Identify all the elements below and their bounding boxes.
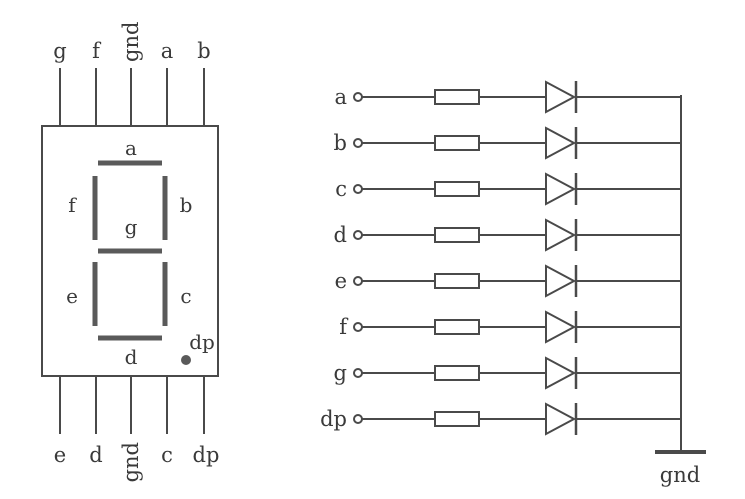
channel-c-diode-triangle (545, 172, 577, 206)
segments (92, 160, 191, 365)
segment-dp (181, 355, 191, 365)
channel-a-terminal (353, 92, 363, 102)
top-pin-label-3: gnd (119, 22, 143, 62)
segment-labels: a b c d e f g dp (66, 136, 215, 369)
top-pins (59, 68, 205, 126)
channel-b-resistor (434, 135, 480, 151)
segment-label-dp: dp (189, 330, 215, 354)
channel-a-resistor (434, 89, 480, 105)
channel-c-terminal (353, 184, 363, 194)
display-package: g f gnd a b e d gnd c dp (41, 22, 220, 482)
bottom-pin-label-1: e (54, 443, 66, 467)
channel-d-diode-triangle (545, 218, 577, 252)
bottom-pins (59, 376, 205, 434)
bottom-pin-labels: e d gnd c dp (54, 442, 220, 482)
channel-e-resistor (434, 273, 480, 289)
channel-dp-label: dp (320, 407, 347, 431)
channel-d-terminal (353, 230, 363, 240)
segment-label-d: d (125, 345, 138, 369)
channel-g-resistor (434, 365, 480, 381)
channel-f-resistor (434, 319, 480, 335)
segment-label-a: a (125, 136, 137, 160)
channel-b-label: b (334, 131, 347, 155)
channel-b-terminal (353, 138, 363, 148)
top-pin-label-5: b (197, 39, 210, 63)
bottom-pin-label-5: dp (193, 443, 220, 467)
channel-f-terminal (353, 322, 363, 332)
segment-label-b: b (180, 193, 193, 217)
channel-f-label: f (339, 315, 349, 339)
channel-c-resistor (434, 181, 480, 197)
channel-d-label: d (334, 223, 347, 247)
segment-label-c: c (180, 284, 191, 308)
channel-a-diode-triangle (545, 80, 577, 114)
channel-g-terminal (353, 368, 363, 378)
channel-f-diode-triangle (545, 310, 577, 344)
channel-e-terminal (353, 276, 363, 286)
top-pin-labels: g f gnd a b (53, 22, 210, 63)
segment-label-f: f (68, 193, 77, 217)
bottom-pin-label-4: c (161, 443, 173, 467)
top-pin-label-4: a (161, 39, 174, 63)
channel-dp-diode-triangle (545, 402, 577, 436)
top-pin-label-2: f (92, 39, 102, 63)
channel-b-diode-triangle (545, 126, 577, 160)
ground-label: gnd (660, 463, 700, 487)
channel-a-label: a (334, 85, 347, 109)
top-pin-label-1: g (53, 39, 66, 63)
channel-e-label: e (335, 269, 347, 293)
channel-dp-resistor (434, 411, 480, 427)
channel-d-resistor (434, 227, 480, 243)
channel-g-diode-triangle (545, 356, 577, 390)
bottom-pin-label-3: gnd (119, 442, 143, 482)
bottom-pin-label-2: d (89, 443, 102, 467)
segment-label-e: e (66, 284, 78, 308)
channel-dp-terminal (353, 414, 363, 424)
channel-e-diode-triangle (545, 264, 577, 298)
segment-label-g: g (125, 215, 138, 239)
channel-g-label: g (334, 361, 347, 385)
channel-c-label: c (335, 177, 347, 201)
